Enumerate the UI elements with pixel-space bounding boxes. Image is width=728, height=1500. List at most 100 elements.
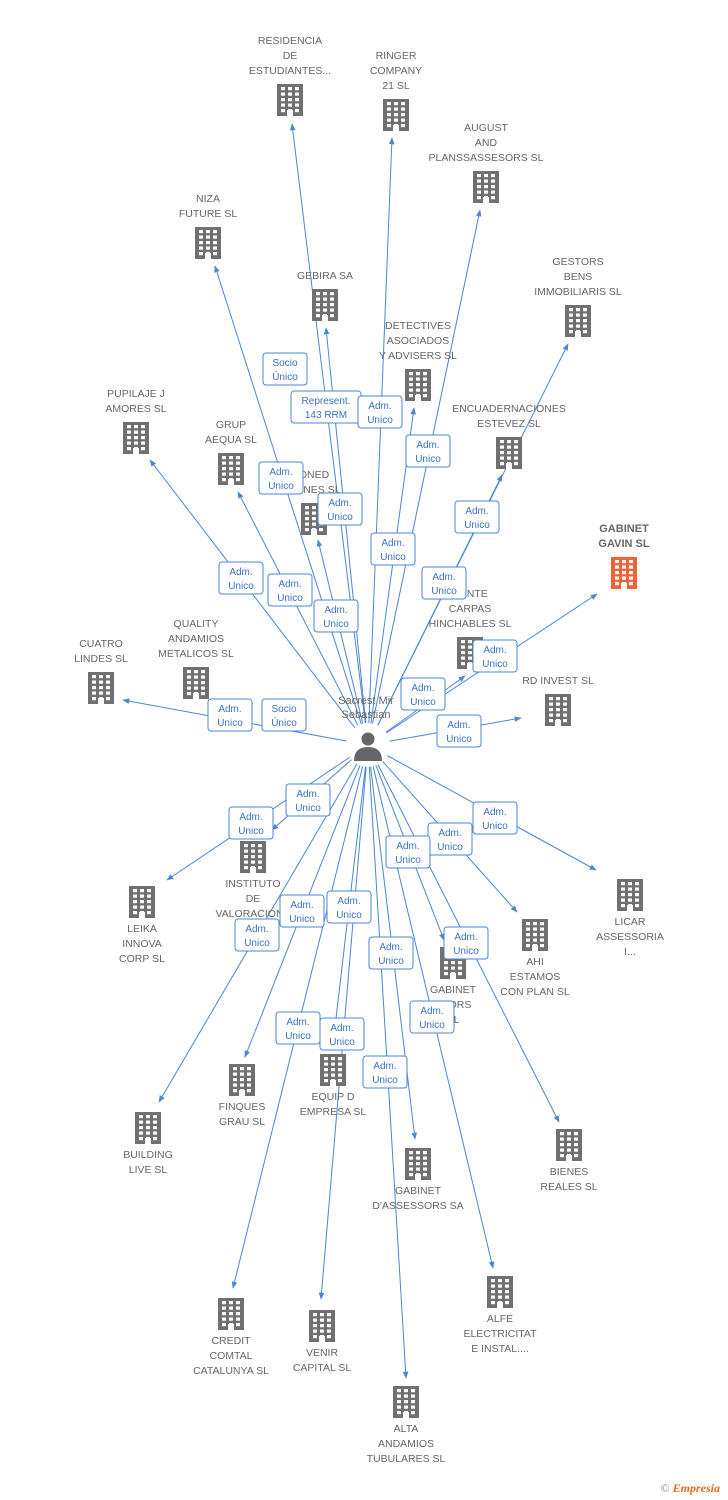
company-label-line: ALTA xyxy=(394,1423,419,1435)
building-icon xyxy=(88,672,114,704)
company-label-line: LIVE SL xyxy=(129,1164,168,1176)
edge-label-l20[interactable]: Adm.Unico xyxy=(472,801,518,835)
company-label-line: ANDAMIOS xyxy=(378,1438,434,1450)
company-node-gebira[interactable]: GEBIRA SA xyxy=(297,270,353,321)
building-icon xyxy=(229,1064,255,1096)
company-label-line: GABINET xyxy=(395,1185,442,1197)
person-icon xyxy=(354,732,382,761)
edge-label-text: Unico xyxy=(289,914,315,925)
edge-label-text: Unico xyxy=(327,512,353,523)
edge-label-l22[interactable]: Adm.Unico xyxy=(385,835,431,869)
edge-label-text: Adm. xyxy=(239,812,262,823)
edge-label-text: Adm. xyxy=(396,841,419,852)
edge-label-text: Unico xyxy=(217,718,243,729)
edge-label-l19[interactable]: Adm.Unico xyxy=(228,806,274,840)
edge-to-gebira xyxy=(323,327,367,724)
edge-label-l12[interactable]: Adm.Unico xyxy=(421,566,467,600)
edge-label-text: Adm. xyxy=(416,440,439,451)
company-node-rd_invest[interactable]: RD INVEST SL xyxy=(522,675,594,726)
edge-label-l13[interactable]: Adm.Unico xyxy=(472,639,518,673)
edge-label-l2[interactable]: Represent.143 RRM xyxy=(290,390,362,424)
edge-label-l21[interactable]: Adm.Unico xyxy=(427,822,473,856)
edge-label-l15[interactable]: Adm.Unico xyxy=(400,677,446,711)
edge-label-l6[interactable]: Adm. Unico xyxy=(405,434,451,468)
edge-label-l11[interactable]: Adm.Unico xyxy=(313,599,359,633)
company-label-line: GRAU SL xyxy=(219,1116,265,1128)
building-icon xyxy=(393,1386,419,1418)
building-icon xyxy=(545,694,571,726)
edge-label-l24[interactable]: Adm.Unico xyxy=(326,890,372,924)
building-icon xyxy=(522,919,548,951)
building-icon xyxy=(496,437,522,469)
edge-label-l23[interactable]: Adm.Unico xyxy=(279,894,325,928)
edge-label-l27[interactable]: Adm.Unico xyxy=(368,936,414,970)
company-label-line: BENS xyxy=(564,271,593,283)
edge-label-l29[interactable]: Adm.Unico xyxy=(319,1017,365,1051)
company-label-line: I... xyxy=(624,946,636,958)
edge-label-l3[interactable]: Adm.Unico xyxy=(357,395,403,429)
company-label-line: ESTAMOS xyxy=(510,971,561,983)
building-icon xyxy=(218,453,244,485)
brand-logo[interactable]: Empresia xyxy=(672,1481,720,1495)
building-icon xyxy=(129,886,155,918)
edge-label-l5[interactable]: Adm.Unico xyxy=(317,492,363,526)
edge-label-l8[interactable]: Adm.Unico xyxy=(218,561,264,595)
company-label-line: RD INVEST SL xyxy=(522,675,594,687)
company-node-licar[interactable]: LICARASSESSORIAI... xyxy=(596,879,664,958)
edge-label-l31[interactable]: Adm.Unico xyxy=(362,1055,408,1089)
company-label-line: EQUIP D xyxy=(312,1091,355,1103)
building-icon xyxy=(123,422,149,454)
building-icon xyxy=(218,1298,244,1330)
edge-label-l18[interactable]: Adm.Unico xyxy=(285,783,331,817)
edge-label-l26[interactable]: Adm.Unico xyxy=(443,926,489,960)
company-label-line: DE xyxy=(246,893,261,905)
edge-label-l17[interactable]: Adm.Unico xyxy=(436,714,482,748)
edge-label-text: Adm. xyxy=(381,538,404,549)
edge-label-l4[interactable]: Adm.Unico xyxy=(258,461,304,495)
company-label-line: METALICOS SL xyxy=(158,648,234,660)
edge-label-l25[interactable]: Adm.Unico xyxy=(234,918,280,952)
person-name-line: Sebastian xyxy=(342,709,391,721)
edge-label-l30[interactable]: Adm.Unico xyxy=(409,1000,455,1034)
edge-label-l9[interactable]: Adm.Unico xyxy=(370,532,416,566)
edge-label-text: Unico xyxy=(415,454,441,465)
edge-label-text: Adm. xyxy=(337,896,360,907)
edge-label-l7[interactable]: Adm.Unico xyxy=(454,500,500,534)
company-node-residencia[interactable]: RESIDENCIADEESTUDIANTES... xyxy=(249,35,331,116)
company-label-line: INNOVA xyxy=(122,938,161,950)
building-icon xyxy=(405,1148,431,1180)
edge-label-l14[interactable]: Adm.Unico xyxy=(207,698,253,732)
edge-label-l10[interactable]: Adm.Unico xyxy=(267,573,313,607)
building-icon xyxy=(183,667,209,699)
edge-label-text: Adm. xyxy=(245,924,268,935)
company-label-line: GABINET xyxy=(430,984,477,996)
building-icon xyxy=(473,171,499,203)
edge-label-l28[interactable]: Adm.Unico xyxy=(275,1011,321,1045)
